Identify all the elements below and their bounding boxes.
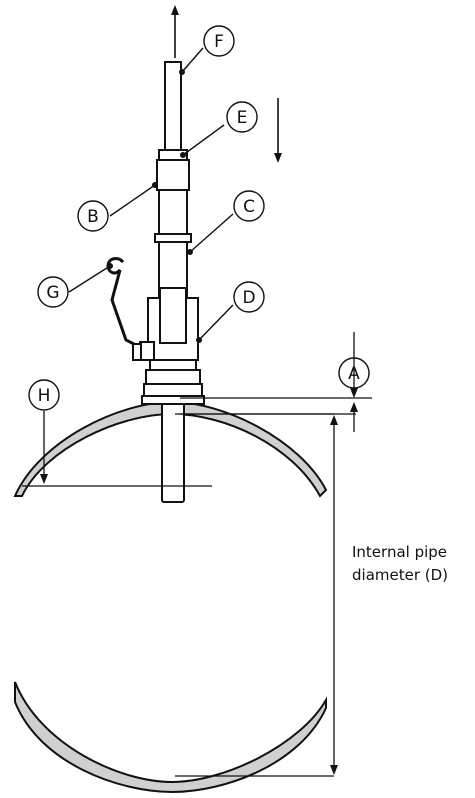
- callout-e-label: E: [237, 108, 248, 128]
- pipe-wall-bottom: [14, 681, 327, 794]
- callout-h-label: H: [38, 386, 51, 406]
- callout-c-circle: [233, 190, 265, 222]
- leader-dots: [107, 69, 202, 343]
- callout-g-label: G: [46, 283, 59, 303]
- base-flange: [149, 359, 197, 371]
- probe-tube: [158, 189, 188, 241]
- callout-g-circle: [37, 276, 69, 308]
- callout-d-circle: [233, 281, 265, 313]
- internal-diameter-label-line1: Internal pipe: [352, 543, 447, 561]
- callout-d-label: D: [242, 288, 255, 308]
- probe-nut: [156, 159, 190, 191]
- callout-b-label: B: [87, 207, 99, 227]
- callout-h-circle: [28, 379, 60, 411]
- pipe-cross-section: [13, 400, 328, 794]
- callout-e-circle: [226, 101, 258, 133]
- valve-handle: [106, 257, 135, 346]
- dimension-h: [22, 411, 212, 487]
- pipe-wall-top: [13, 400, 328, 498]
- dimension-internal-diameter: [175, 413, 338, 777]
- probe-rod: [164, 61, 182, 153]
- probe-shaft-lower: [161, 401, 185, 503]
- probe-assembly: [132, 61, 205, 405]
- internal-diameter-label-line2: diameter (D): [352, 566, 448, 584]
- callout-f-label: F: [214, 32, 224, 52]
- callout-c-label: C: [243, 197, 255, 217]
- callout-f-circle: [203, 25, 235, 57]
- callout-b-circle: [77, 200, 109, 232]
